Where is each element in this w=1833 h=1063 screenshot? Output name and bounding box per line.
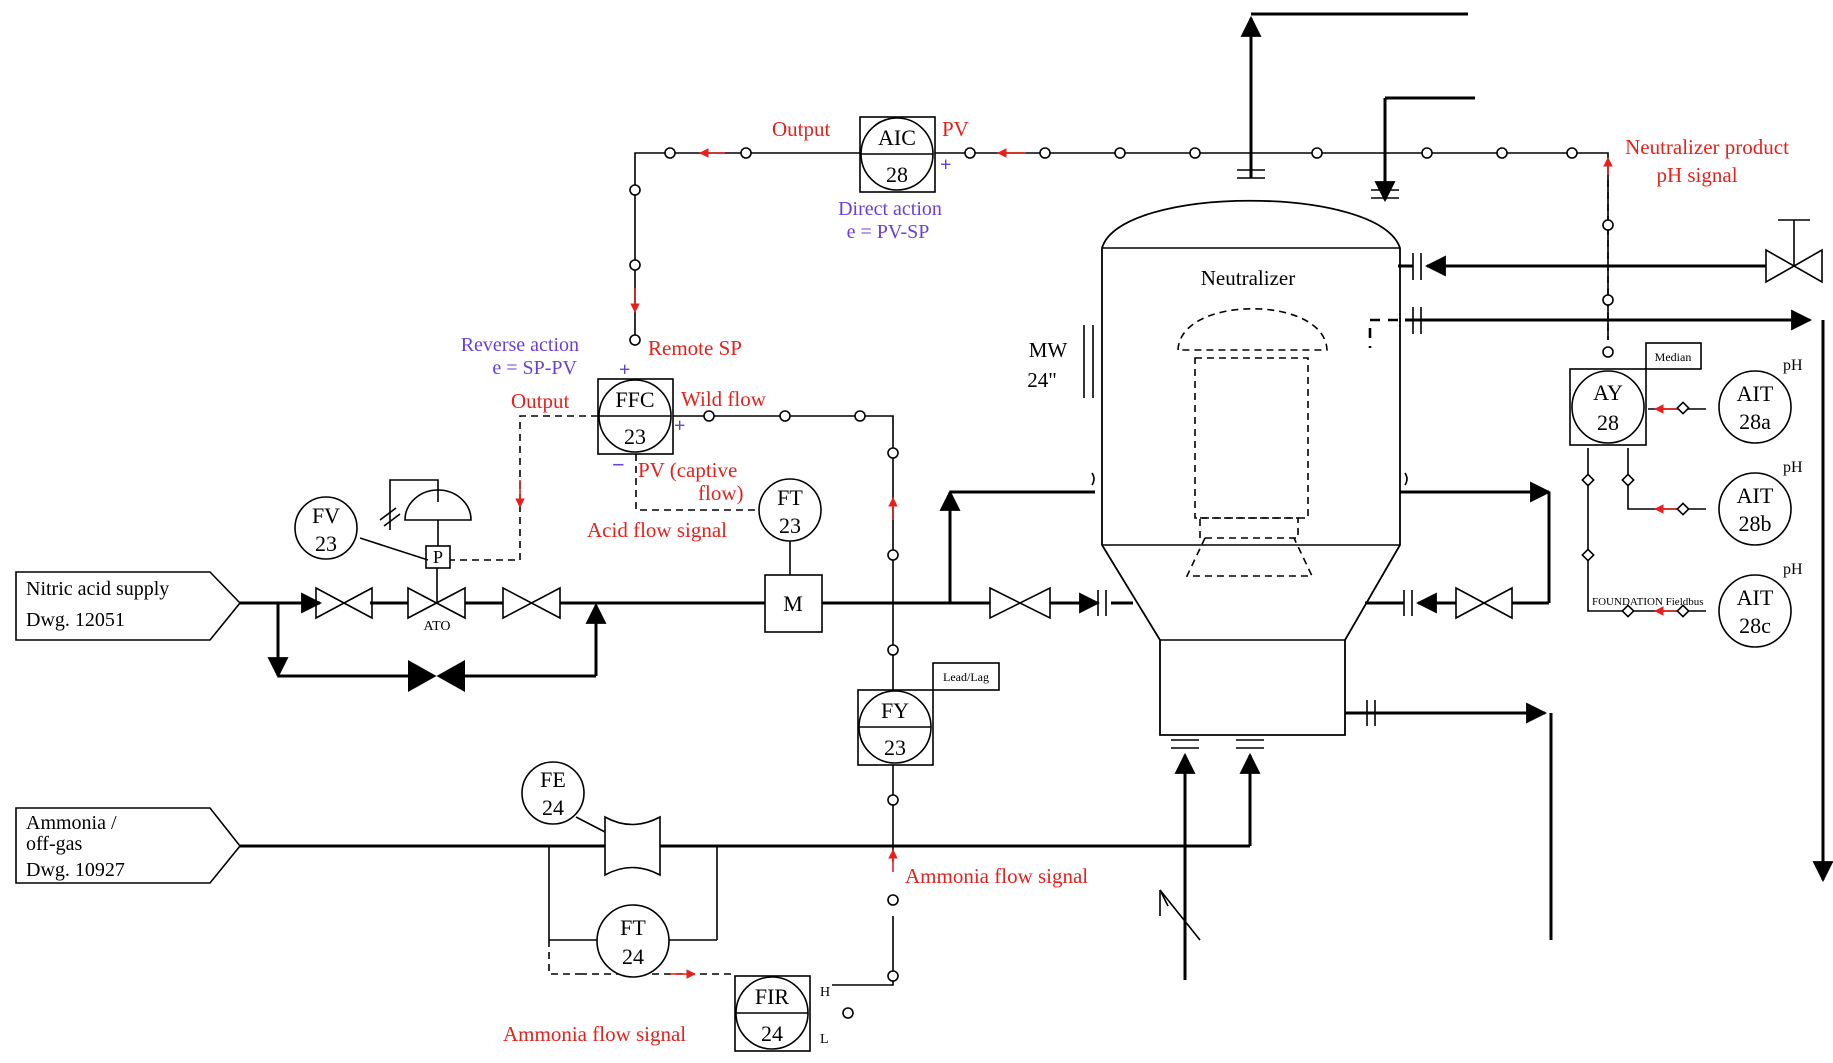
instrument-fv-23: FV 23 bbox=[294, 496, 358, 560]
signal-lines bbox=[359, 148, 1706, 986]
fir-low: L bbox=[820, 1032, 829, 1047]
check-valve bbox=[1160, 890, 1210, 940]
fir-high: H bbox=[820, 985, 830, 1000]
aic-number: 28 bbox=[886, 162, 908, 187]
mass-flow-meter-box: M bbox=[764, 574, 823, 633]
fv-number: 23 bbox=[315, 531, 337, 556]
ffc-tag: FFC bbox=[615, 387, 654, 412]
ait-b-tag: AIT bbox=[1737, 483, 1774, 508]
aic-output-label: Output bbox=[772, 117, 831, 141]
ft23-number: 23 bbox=[779, 513, 801, 538]
ammonia-drawing: Dwg. 10927 bbox=[26, 859, 125, 881]
positioner-label: P bbox=[433, 547, 443, 567]
ait-b-number: 28b bbox=[1739, 511, 1772, 536]
hand-valve-2 bbox=[502, 586, 561, 620]
process-piping bbox=[240, 12, 1833, 980]
ammonia-flow-signal-right: Ammonia flow signal bbox=[905, 864, 1088, 888]
wild-flow-label: Wild flow bbox=[681, 387, 767, 411]
inlet-block-valve bbox=[989, 586, 1051, 620]
direct-action-equation: e = PV-SP bbox=[847, 221, 930, 243]
offpage-nitric-acid: Nitric acid supply Dwg. 12051 bbox=[15, 571, 242, 641]
instrument-ffc-23: FFC 23 bbox=[597, 378, 674, 455]
signal-markers bbox=[629, 147, 1690, 1019]
remote-sp-label: Remote SP bbox=[648, 336, 742, 360]
fir-tag: FIR bbox=[755, 984, 790, 1009]
ammonia-flow-signal-bottom: Ammonia flow signal bbox=[503, 1022, 686, 1046]
fv-tag: FV bbox=[312, 503, 340, 528]
ffc-plus-right: + bbox=[674, 415, 685, 437]
neutralizer-product-label-1: Neutralizer product bbox=[1625, 135, 1789, 159]
aic-pv-label: PV bbox=[942, 117, 969, 141]
pv-captive-label-2: flow) bbox=[698, 481, 744, 505]
ammonia-label-2: off-gas bbox=[26, 833, 82, 855]
flanges bbox=[1083, 169, 1422, 749]
ffc-output-label: Output bbox=[511, 389, 570, 413]
reverse-action-label: Reverse action bbox=[461, 334, 579, 356]
flow-element-venturi bbox=[604, 815, 661, 877]
nitric-acid-label: Nitric acid supply bbox=[26, 578, 169, 600]
ph-b-label: pH bbox=[1783, 459, 1803, 476]
instrument-ay-28: AY 28 Median bbox=[1569, 342, 1702, 446]
neutralizer-label: Neutralizer bbox=[1201, 266, 1295, 290]
instrument-ait-28c: AIT 28c pH bbox=[1718, 561, 1803, 648]
bypass-valve-closed bbox=[408, 660, 465, 692]
ay-tag: AY bbox=[1593, 380, 1623, 405]
outlet-block-valve bbox=[1455, 586, 1513, 620]
hand-valve-1 bbox=[315, 586, 373, 620]
instrument-fe-24: FE 24 bbox=[521, 761, 585, 825]
instrument-fir-24: FIR 24 H L bbox=[734, 975, 830, 1052]
ffc-minus-sign: − bbox=[612, 452, 625, 477]
ait-a-tag: AIT bbox=[1737, 381, 1774, 406]
ph-c-label: pH bbox=[1783, 561, 1803, 578]
ft24-tag: FT bbox=[620, 915, 646, 940]
ait-a-number: 28a bbox=[1739, 409, 1771, 434]
ato-label: ATO bbox=[424, 619, 451, 634]
ft23-tag: FT bbox=[777, 485, 803, 510]
control-valve-fv23: P ATO bbox=[379, 479, 472, 634]
fir-number: 24 bbox=[761, 1021, 783, 1046]
nitric-acid-drawing: Dwg. 12051 bbox=[26, 609, 125, 631]
upper-right-valve bbox=[1765, 219, 1823, 284]
manway-size: 24" bbox=[1027, 368, 1057, 392]
fy-number: 23 bbox=[884, 735, 906, 760]
instrument-ait-28b: AIT 28b pH bbox=[1718, 459, 1803, 546]
instrument-fy-23: FY 23 Lead/Lag bbox=[857, 662, 1000, 766]
neutralizer-vessel: Neutralizer MW 24" bbox=[1027, 199, 1408, 736]
aic-tag: AIC bbox=[878, 125, 916, 150]
ammonia-label-1: Ammonia / bbox=[26, 812, 117, 834]
offpage-ammonia: Ammonia / off-gas Dwg. 10927 bbox=[15, 807, 242, 884]
reverse-action-equation: e = SP-PV bbox=[492, 357, 577, 379]
neutralizer-product-label-2: pH signal bbox=[1656, 163, 1737, 187]
ay-number: 28 bbox=[1597, 410, 1619, 435]
m-label: M bbox=[783, 591, 803, 616]
fe-tag: FE bbox=[540, 767, 566, 792]
ffc-plus-top: + bbox=[619, 359, 630, 381]
fe-number: 24 bbox=[542, 795, 564, 820]
instrument-ait-28a: AIT 28a pH bbox=[1718, 357, 1803, 444]
lead-lag-label: Lead/Lag bbox=[943, 670, 989, 684]
pv-captive-label-1: PV (captive bbox=[638, 458, 737, 482]
ph-a-label: pH bbox=[1783, 357, 1803, 374]
direct-action-label: Direct action bbox=[838, 198, 942, 220]
signal-labels: Output PV Direct action e = PV-SP Revers… bbox=[461, 117, 1789, 1046]
fieldbus-label: FOUNDATION Fieldbus bbox=[1592, 596, 1704, 608]
ft24-number: 24 bbox=[622, 944, 644, 969]
fy-tag: FY bbox=[881, 698, 909, 723]
median-label: Median bbox=[1655, 350, 1692, 364]
acid-flow-signal-label: Acid flow signal bbox=[587, 518, 727, 542]
aic-plus-sign: + bbox=[940, 154, 951, 176]
instrument-ft-24: FT 24 bbox=[596, 904, 670, 978]
ait-c-number: 28c bbox=[1739, 613, 1771, 638]
instrument-ft-23: FT 23 bbox=[758, 478, 822, 575]
manway-label: MW bbox=[1029, 338, 1068, 362]
ait-c-tag: AIT bbox=[1737, 585, 1774, 610]
ffc-number: 23 bbox=[624, 424, 646, 449]
instrument-aic-28: AIC 28 bbox=[859, 116, 936, 193]
